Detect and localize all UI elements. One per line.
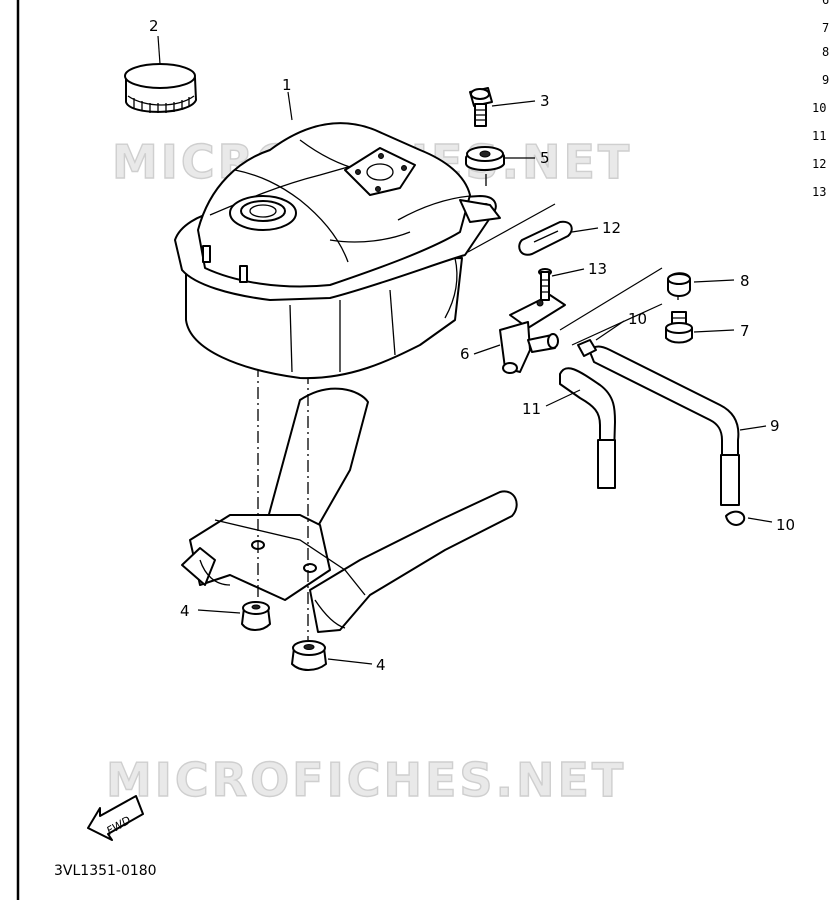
callout-4: 4	[180, 602, 190, 620]
margin-number: 11	[812, 129, 826, 143]
callout-3: 3	[540, 92, 550, 110]
screw-13	[538, 268, 552, 301]
callout-5: 5	[540, 149, 550, 167]
collar-4-right	[291, 640, 327, 671]
callout-4: 4	[376, 656, 386, 674]
gasket-12	[467, 203, 573, 256]
callout-9: 9	[770, 417, 780, 435]
callout-13: 13	[588, 260, 607, 278]
guide-line	[571, 303, 663, 346]
margin-number: 10	[812, 101, 826, 115]
collar-4-left	[241, 601, 271, 631]
bolt-7	[665, 311, 693, 344]
washer-8	[667, 272, 691, 297]
watermark-bottom: MICROFICHES.NET	[106, 753, 626, 807]
fuel-cap	[124, 63, 197, 113]
callout-10: 10	[628, 310, 647, 328]
guide-line	[559, 267, 663, 331]
frame-tubes	[181, 387, 518, 633]
margin-number: 9	[822, 73, 829, 87]
leader-lines	[157, 35, 773, 665]
fuel-tank	[174, 122, 501, 380]
margin-number: 7	[822, 21, 829, 35]
margin-index: 6 7 8 9 10 11 12 13	[812, 0, 829, 199]
callout-10: 10	[776, 516, 795, 534]
callout-12: 12	[602, 219, 621, 237]
callout-7: 7	[740, 322, 750, 340]
hose-11	[559, 367, 616, 489]
margin-number: 6	[822, 0, 829, 7]
margin-number: 8	[822, 45, 829, 59]
washer-5	[465, 146, 505, 171]
margin-number: 13	[812, 185, 826, 199]
bolt-3	[469, 87, 493, 127]
callout-8: 8	[740, 272, 750, 290]
fuel-cock	[499, 294, 566, 374]
callout-1: 1	[282, 76, 292, 94]
callout-6: 6	[460, 345, 470, 363]
callout-11: 11	[522, 400, 541, 418]
part-code: 3VL1351-0180	[54, 863, 157, 879]
callouts: 2 1 3 5 12 13 8 10 7 6 11 9 10 4 4	[149, 17, 795, 674]
margin-number: 12	[812, 157, 826, 171]
clip-10	[577, 339, 746, 526]
callout-2: 2	[149, 17, 159, 35]
hose-9	[589, 345, 740, 506]
